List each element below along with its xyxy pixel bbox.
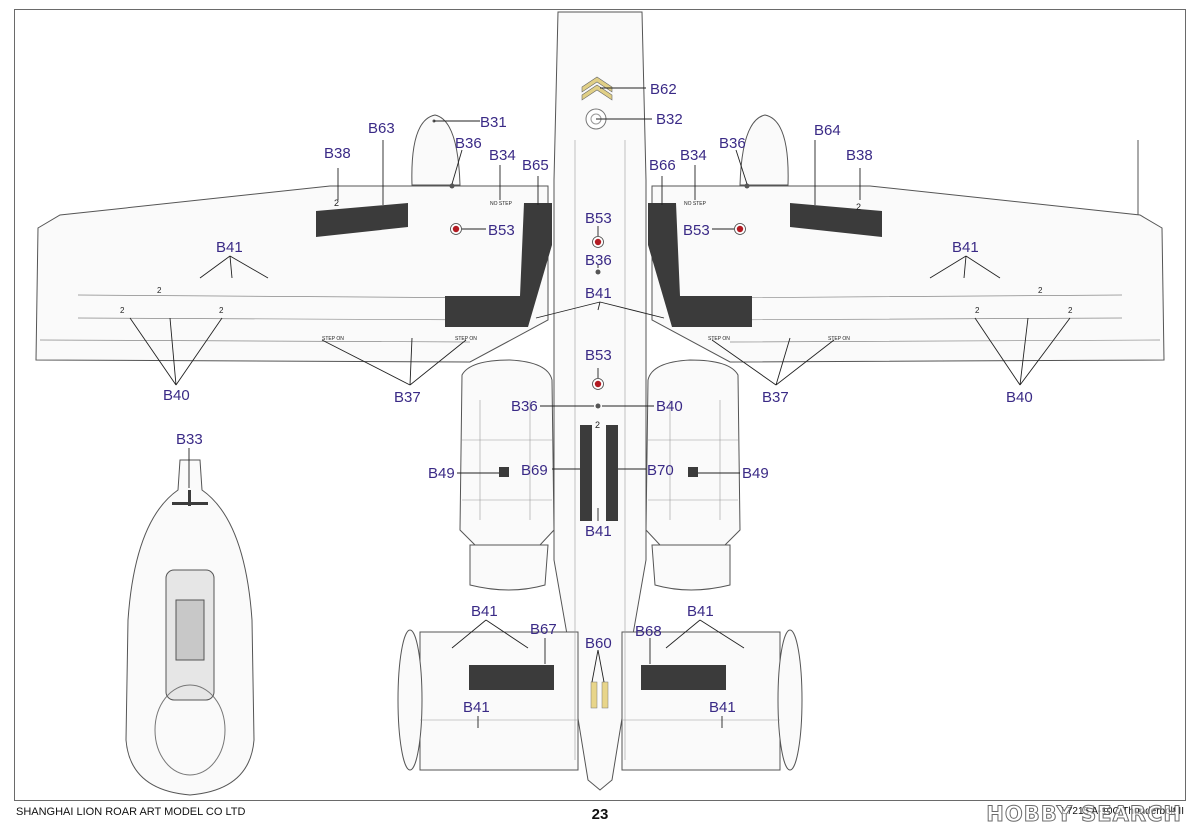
label-B31: B31 (480, 114, 507, 131)
label-B53-left: B53 (488, 222, 515, 239)
decal-B64 (790, 203, 882, 237)
aircraft-outline (35, 11, 1165, 791)
label-B66: B66 (649, 157, 676, 174)
label-B41-stab-right: B41 (709, 699, 736, 716)
label-B41-belly: B41 (585, 523, 612, 540)
svg-text:2: 2 (975, 306, 980, 315)
label-B41-wing-left: B41 (216, 239, 243, 256)
svg-text:STEP ON: STEP ON (828, 336, 850, 342)
label-B38-left: B38 (324, 145, 351, 162)
svg-text:NO STEP: NO STEP (684, 201, 707, 207)
svg-text:2: 2 (120, 306, 125, 315)
label-B40-left: B40 (163, 387, 190, 404)
label-B53-center: B53 (585, 210, 612, 227)
roundel-B53-left (450, 223, 462, 235)
label-B32: B32 (656, 111, 683, 128)
leader-lines (129, 87, 1071, 728)
label-B36-lower: B36 (511, 398, 538, 415)
label-B65: B65 (522, 157, 549, 174)
panel-lines (420, 140, 780, 760)
label-B37-right: B37 (762, 389, 789, 406)
strips-B60 (590, 681, 609, 709)
label-B49-left: B49 (428, 465, 455, 482)
label-B64: B64 (814, 122, 841, 139)
roundel-B53-center (592, 236, 604, 248)
label-B69: B69 (521, 462, 548, 479)
label-B41-tail-right: B41 (687, 603, 714, 620)
label-B36-center: B36 (585, 252, 612, 269)
chevron-B62 (581, 76, 613, 101)
label-B41-tail-left: B41 (471, 603, 498, 620)
svg-text:NO STEP: NO STEP (490, 201, 513, 207)
label-B53-right: B53 (683, 222, 710, 239)
svg-text:2: 2 (334, 198, 339, 208)
label-B41-center: B41 (585, 285, 612, 302)
label-B34-left: B34 (489, 147, 516, 164)
decal-B49-right (688, 467, 698, 477)
svg-text:STEP ON: STEP ON (708, 336, 730, 342)
decal-B33-bar (188, 490, 191, 506)
label-B33: B33 (176, 431, 203, 448)
label-B68: B68 (635, 623, 662, 640)
label-B53-lower: B53 (585, 347, 612, 364)
decal-strips (172, 203, 882, 690)
product-title: L7215 A-10C Thunderbolt II (1061, 806, 1184, 817)
label-B62: B62 (650, 81, 677, 98)
page-number: 23 (591, 806, 609, 823)
decal-B69 (580, 425, 592, 521)
roundel-B53-lower (592, 378, 604, 390)
label-B49-right: B49 (742, 465, 769, 482)
label-B60: B60 (585, 635, 612, 652)
decal-B70 (606, 425, 618, 521)
watermark-logo: HOBBY SEARCH (986, 802, 1182, 827)
svg-text:STEP ON: STEP ON (455, 336, 477, 342)
svg-text:2: 2 (595, 420, 600, 430)
label-B70: B70 (647, 462, 674, 479)
decal-B66 (648, 203, 752, 327)
nose-detail-view (125, 459, 255, 796)
svg-text:2: 2 (856, 202, 861, 212)
label-B40-right: B40 (1006, 389, 1033, 406)
label-B38-right: B38 (846, 147, 873, 164)
label-B37-left: B37 (394, 389, 421, 406)
label-B41-stab-left: B41 (463, 699, 490, 716)
decal-B68 (641, 665, 726, 690)
label-B34-right: B34 (680, 147, 707, 164)
decal-B67 (469, 665, 554, 690)
svg-text:2: 2 (1068, 306, 1073, 315)
label-B40-center: B40 (656, 398, 683, 415)
company-name: SHANGHAI LION ROAR ART MODEL CO LTD (16, 806, 246, 818)
svg-text:2: 2 (157, 286, 162, 295)
decal-B65 (445, 203, 552, 327)
dots-B36 (432, 119, 750, 409)
stencils: NO STEP NO STEP STEP ON STEP ON STEP ON … (120, 198, 1073, 430)
label-B36-right: B36 (719, 135, 746, 152)
svg-text:STEP ON: STEP ON (322, 336, 344, 342)
svg-text:2: 2 (1038, 286, 1043, 295)
label-B36-left: B36 (455, 135, 482, 152)
label-B41-wing-right: B41 (952, 239, 979, 256)
callout-labels: B31 B62 B32 B63 B64 B36 B36 B34 B34 B38 … (163, 81, 1033, 716)
decal-B63 (316, 203, 408, 237)
roundel-B53-right (734, 223, 746, 235)
decal-B49-left (499, 467, 509, 477)
svg-text:2: 2 (219, 306, 224, 315)
label-B63: B63 (368, 120, 395, 137)
label-B67: B67 (530, 621, 557, 638)
